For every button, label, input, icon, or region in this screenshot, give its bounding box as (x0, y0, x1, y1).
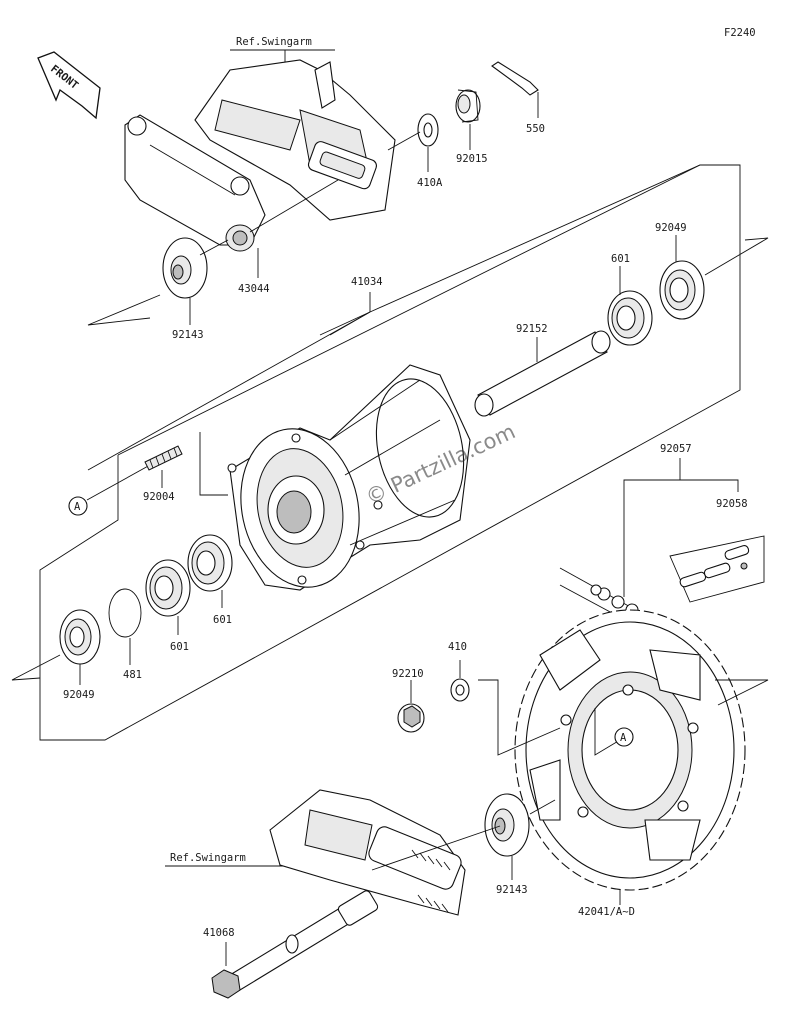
seal-92049-top-icon (659, 260, 705, 320)
callout-a-right-label: A (620, 732, 627, 744)
part-92004-label: 92004 (143, 491, 175, 503)
collar-92143-bottom-icon (484, 793, 530, 857)
spacer-tube-92152-icon (474, 330, 611, 417)
bearing-601-top-icon (607, 290, 653, 346)
front-arrow-icon: FRONT (37, 51, 101, 120)
flange-nut-92210-icon (397, 703, 425, 733)
part-92015-label: 92015 (456, 153, 488, 165)
seal-92049-left-icon (59, 609, 101, 665)
master-link-92058-icon (679, 545, 750, 588)
part-92143-bottom-label: 92143 (496, 884, 528, 896)
callout-a-right-icon: A (614, 727, 634, 747)
part-41034-label: 41034 (351, 276, 383, 288)
callout-a-left-icon: A (68, 496, 88, 516)
part-92049-top-label: 92049 (655, 222, 687, 234)
rear-hub-41034-icon (227, 364, 471, 591)
part-601-left-label: 601 (170, 641, 189, 653)
ref-swingarm-bottom-label: Ref.Swingarm (170, 852, 246, 864)
callout-a-left-label: A (74, 501, 81, 513)
part-601-top-label: 601 (611, 253, 630, 265)
circlip-481-icon (108, 588, 142, 638)
part-92057-label: 92057 (660, 443, 692, 455)
part-42041-label: 42041/A~D (578, 906, 635, 918)
washer-410-icon (450, 678, 470, 702)
part-41068-label: 41068 (203, 927, 235, 939)
nut-92015-icon (455, 89, 481, 123)
part-410-label: 410 (448, 641, 467, 653)
figure-code: F2240 (724, 27, 756, 39)
part-92210-label: 92210 (392, 668, 424, 680)
collar-92143-top-icon (162, 237, 208, 299)
part-92058-label: 92058 (716, 498, 748, 510)
stud-92004-icon (144, 445, 183, 471)
axle-41068-icon (211, 890, 379, 999)
part-410a-label: 410A (417, 177, 443, 189)
sprocket-42041-icon (514, 609, 746, 891)
part-43044-label: 43044 (238, 283, 270, 295)
swingarm-bottom-icon (269, 789, 466, 916)
part-481-label: 481 (123, 669, 142, 681)
cotter-pin-550-icon (491, 61, 539, 96)
bearing-601-mid-icon (187, 534, 233, 592)
chain-adjuster-43044-icon (124, 114, 266, 252)
part-601-mid-label: 601 (213, 614, 232, 626)
part-92143-top-label: 92143 (172, 329, 204, 341)
ref-swingarm-top-label: Ref.Swingarm (236, 36, 312, 48)
part-92049-left-label: 92049 (63, 689, 95, 701)
part-92152-label: 92152 (516, 323, 548, 335)
swingarm-top-icon (194, 59, 396, 221)
washer-410a-icon (417, 113, 439, 147)
part-550-label: 550 (526, 123, 545, 135)
bearing-601-left-icon (145, 559, 191, 617)
